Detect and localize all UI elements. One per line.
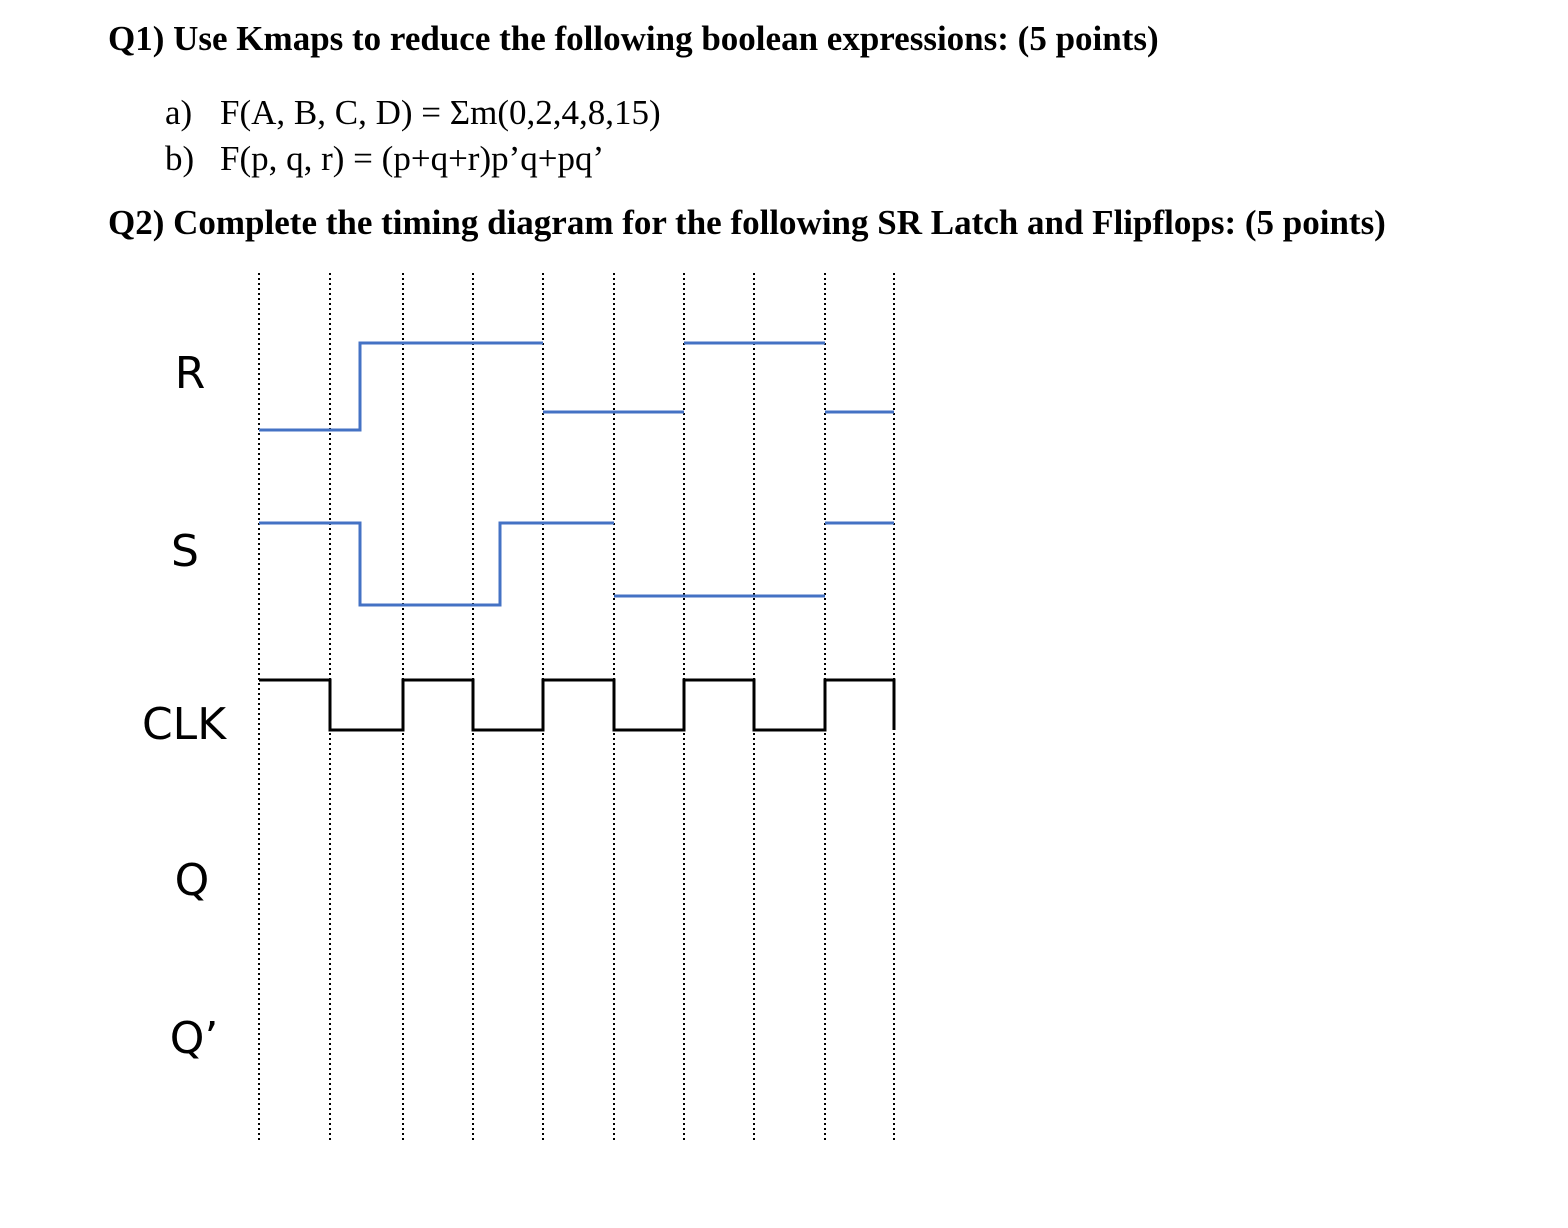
signal-label-s: S xyxy=(171,526,199,577)
s-waveform-segment-1 xyxy=(259,521,614,607)
r-waveform-segment-1 xyxy=(259,341,543,432)
clk-waveform xyxy=(259,678,896,732)
item-b-label: b) xyxy=(165,139,195,178)
timing-gridlines xyxy=(258,273,895,1143)
signal-label-q-bar: Q’ xyxy=(169,1013,219,1064)
timing-waveforms xyxy=(259,341,896,732)
item-a-label: a) xyxy=(165,93,193,132)
signal-label-q: Q xyxy=(174,855,210,906)
item-a-expression: F(A, B, C, D) = Σm(0,2,4,8,15) xyxy=(220,93,661,132)
question-1a: a) F(A, B, C, D) = Σm(0,2,4,8,15) xyxy=(165,93,661,133)
signal-label-clk: CLK xyxy=(141,699,227,750)
question-1-title: Q1) Use Kmaps to reduce the following bo… xyxy=(108,19,1159,58)
signal-label-r: R xyxy=(174,348,206,399)
question-2-title: Q2) Complete the timing diagram for the … xyxy=(108,203,1386,242)
item-b-expression: F(p, q, r) = (p+q+r)p’q+pq’ xyxy=(220,139,605,178)
question-1b: b) F(p, q, r) = (p+q+r)p’q+pq’ xyxy=(165,139,604,179)
